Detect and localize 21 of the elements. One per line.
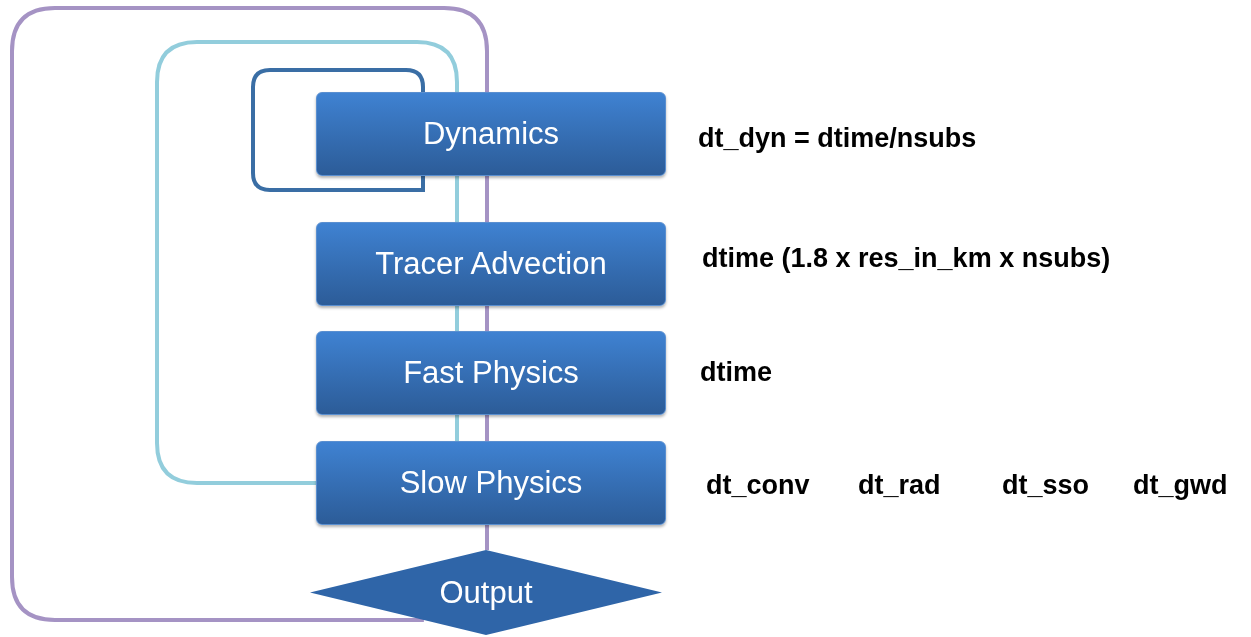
timestep-label: dt_rad	[858, 469, 941, 502]
loop-line	[455, 176, 459, 222]
node-label: Output	[439, 573, 533, 612]
loop-line	[155, 40, 459, 485]
timestep-label: dt_gwd	[1133, 469, 1228, 502]
timestep-label: dtime (1.8 x res_in_km x nsubs)	[702, 242, 1111, 275]
process-box: Fast Physics	[316, 331, 666, 415]
timestep-label: dtime	[700, 356, 772, 389]
loop-line	[455, 306, 459, 331]
loop-line	[485, 525, 489, 550]
process-box: Slow Physics	[316, 441, 666, 525]
timestep-label: dt_conv	[706, 469, 810, 502]
process-box: Tracer Advection	[316, 222, 666, 306]
loop-line	[485, 176, 489, 222]
loop-line	[485, 306, 489, 331]
loop-line	[455, 415, 459, 441]
timestep-label: dt_dyn = dtime/nsubs	[698, 122, 977, 155]
loop-line	[10, 6, 489, 622]
timestep-label: dt_sso	[1002, 469, 1090, 502]
loop-line	[485, 415, 489, 441]
process-box: Dynamics	[316, 92, 666, 176]
